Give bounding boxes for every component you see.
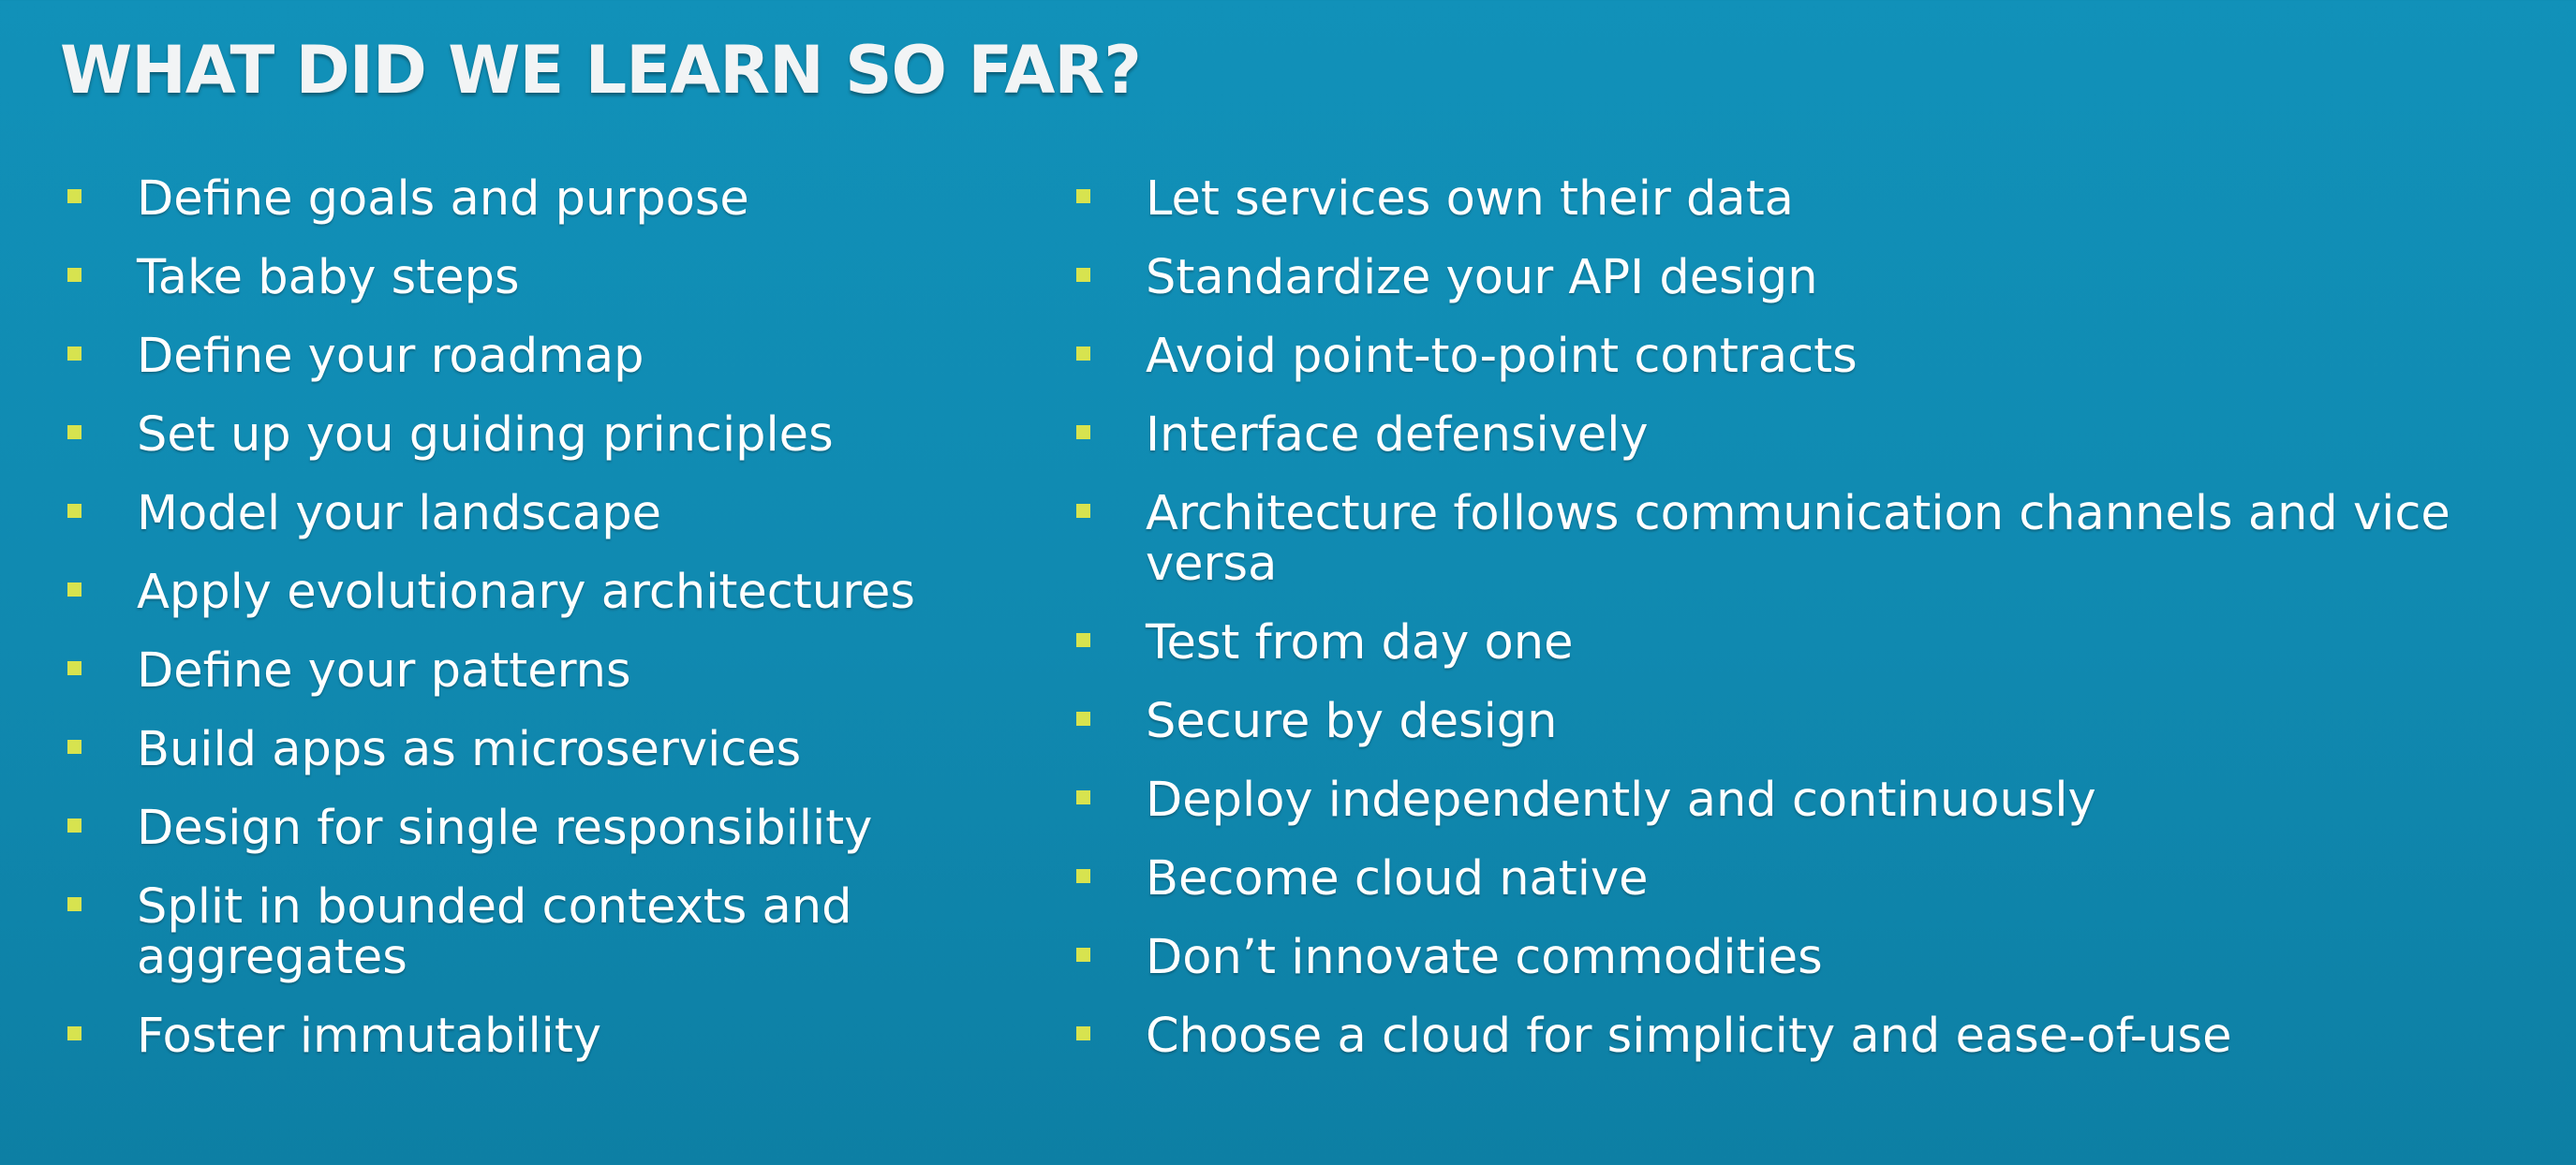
bullet-square-icon <box>67 347 81 361</box>
bullet-square-icon <box>1076 712 1090 726</box>
list-item-text: Define your roadmap <box>137 329 644 384</box>
list-item: Architecture follows communication chann… <box>1071 489 2576 590</box>
list-item-text: Model your landscape <box>137 486 661 541</box>
list-item-text: Split in bounded contexts and aggregates <box>137 879 852 985</box>
bullet-square-icon <box>67 268 81 282</box>
bullet-square-icon <box>67 661 81 675</box>
list-item: Standardize your API design <box>1071 253 2576 303</box>
list-item: Let services own their data <box>1071 174 2576 225</box>
bullet-square-icon <box>67 818 81 833</box>
bullet-square-icon <box>1076 948 1090 962</box>
bullet-square-icon <box>1076 425 1090 439</box>
list-item: Interface defensively <box>1071 410 2576 461</box>
bullet-square-icon <box>1076 504 1090 518</box>
list-item-text: Build apps as microservices <box>137 722 802 777</box>
list-item: Define your patterns <box>62 646 1017 697</box>
list-item-text: Test from day one <box>1146 615 1574 671</box>
list-item: Become cloud native <box>1071 854 2576 905</box>
bullet-square-icon <box>67 504 81 518</box>
list-item-text: Foster immutability <box>137 1009 602 1064</box>
bullet-square-icon <box>67 1026 81 1040</box>
bullet-square-icon <box>1076 268 1090 282</box>
list-item: Build apps as microservices <box>62 725 1017 775</box>
bullet-square-icon <box>1076 189 1090 203</box>
list-item: Split in bounded contexts and aggregates <box>62 882 1017 983</box>
list-item: Test from day one <box>1071 618 2576 669</box>
slide-title: WHAT DID WE LEARN SO FAR? <box>60 32 1142 109</box>
bullet-square-icon <box>67 189 81 203</box>
list-item-text: Choose a cloud for simplicity and ease-o… <box>1146 1009 2232 1064</box>
bullet-square-icon <box>67 425 81 439</box>
left-bullet-list: Define goals and purpose Take baby steps… <box>62 174 999 1090</box>
list-item-text: Standardize your API design <box>1146 250 1818 305</box>
list-item: Define your roadmap <box>62 332 1017 382</box>
list-item: Secure by design <box>1071 697 2576 747</box>
bullet-square-icon <box>1076 633 1090 647</box>
list-item: Set up you guiding principles <box>62 410 1017 461</box>
list-item-text: Apply evolutionary architectures <box>137 565 915 620</box>
bullet-square-icon <box>67 897 81 911</box>
bullet-square-icon <box>67 740 81 754</box>
list-item-text: Take baby steps <box>137 250 520 305</box>
list-item: Avoid point-to-point contracts <box>1071 332 2576 382</box>
list-item: Foster immutability <box>62 1011 1017 1062</box>
bullet-square-icon <box>1076 869 1090 883</box>
list-item: Apply evolutionary architectures <box>62 568 1017 618</box>
bullet-square-icon <box>1076 347 1090 361</box>
list-item: Model your landscape <box>62 489 1017 539</box>
list-item-text: Architecture follows communication chann… <box>1146 486 2450 592</box>
bullet-square-icon <box>1076 1026 1090 1040</box>
list-item-text: Deploy independently and continuously <box>1146 773 2096 828</box>
list-item-text: Set up you guiding principles <box>137 407 834 463</box>
right-bullet-list: Let services own their data Standardize … <box>1071 174 2569 1090</box>
list-item: Don’t innovate commodities <box>1071 933 2576 983</box>
list-item: Deploy independently and continuously <box>1071 775 2576 826</box>
list-item-text: Define goals and purpose <box>137 171 749 227</box>
list-item-text: Don’t innovate commodities <box>1146 930 1823 985</box>
list-item-text: Design for single responsibility <box>137 801 873 856</box>
list-item: Choose a cloud for simplicity and ease-o… <box>1071 1011 2576 1062</box>
bullet-square-icon <box>67 582 81 597</box>
list-item-text: Define your patterns <box>137 643 631 699</box>
list-item-text: Interface defensively <box>1146 407 1649 463</box>
list-item-text: Avoid point-to-point contracts <box>1146 329 1858 384</box>
list-item: Define goals and purpose <box>62 174 1017 225</box>
list-item: Design for single responsibility <box>62 804 1017 854</box>
list-item-text: Secure by design <box>1146 694 1558 749</box>
list-item-text: Let services own their data <box>1146 171 1794 227</box>
bullet-square-icon <box>1076 790 1090 804</box>
list-item-text: Become cloud native <box>1146 851 1649 907</box>
list-item: Take baby steps <box>62 253 1017 303</box>
